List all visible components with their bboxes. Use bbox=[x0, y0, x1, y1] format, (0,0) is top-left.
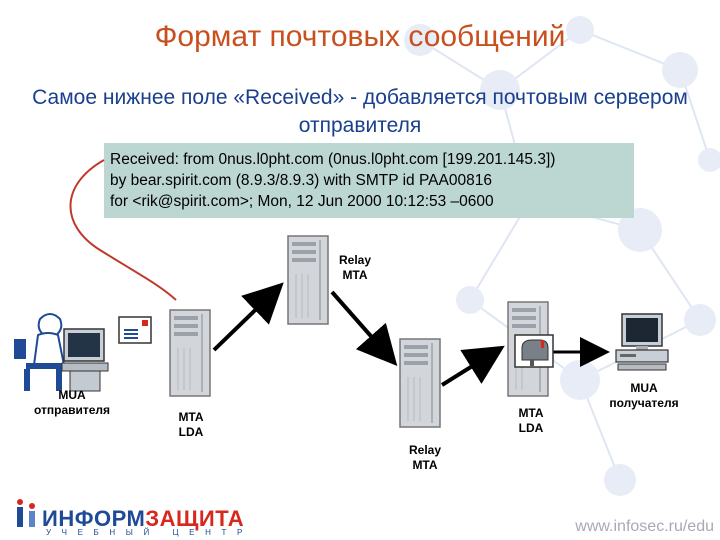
mta-receiver-label: MTA LDA bbox=[518, 406, 544, 435]
received-header-box: Received: from 0nus.l0pht.com (0nus.l0ph… bbox=[104, 143, 634, 218]
arrow-relay1-to-relay2 bbox=[330, 290, 398, 366]
slide-subtitle: Самое нижнее поле «Received» - добавляет… bbox=[32, 86, 688, 137]
arrow-relay2-to-mta bbox=[440, 345, 505, 387]
received-header-line-1: Received: from 0nus.l0pht.com (0nus.l0ph… bbox=[110, 151, 556, 168]
arrow-mta-to-relay1 bbox=[212, 282, 284, 352]
mailbox-icon bbox=[514, 334, 554, 368]
mua-sender-label: MUA отправителя bbox=[33, 388, 111, 417]
logo-name: ИНФОРМЗАЩИТА bbox=[42, 506, 245, 531]
envelope-icon bbox=[118, 316, 152, 344]
molecule-background-decoration bbox=[404, 16, 720, 496]
slide-title: Формат почтовых сообщений bbox=[154, 20, 566, 53]
relay2-label: Relay MTA bbox=[408, 443, 442, 472]
user-at-computer-icon bbox=[14, 313, 109, 392]
desktop-computer-icon bbox=[615, 313, 669, 371]
mta-sender-label: MTA LDA bbox=[178, 410, 204, 439]
server-tower-icon bbox=[399, 338, 441, 428]
server-tower-icon bbox=[287, 235, 329, 325]
received-header-line-3: for <rik@spirit.com>; Mon, 12 Jun 2000 1… bbox=[110, 193, 494, 210]
received-header-line-2: by bear.spirit.com (8.9.3/8.9.3) with SM… bbox=[110, 172, 492, 189]
infozashita-logo-icon bbox=[17, 499, 35, 527]
relay1-label: Relay MTA bbox=[338, 253, 372, 282]
mua-receiver-label: MUA получателя bbox=[609, 381, 679, 410]
logo-subtitle: УЧЕБНЫЙ ЦЕНТР bbox=[46, 528, 253, 537]
footer-url[interactable]: www.infosec.ru/edu bbox=[575, 518, 714, 535]
server-tower-icon bbox=[169, 309, 211, 397]
